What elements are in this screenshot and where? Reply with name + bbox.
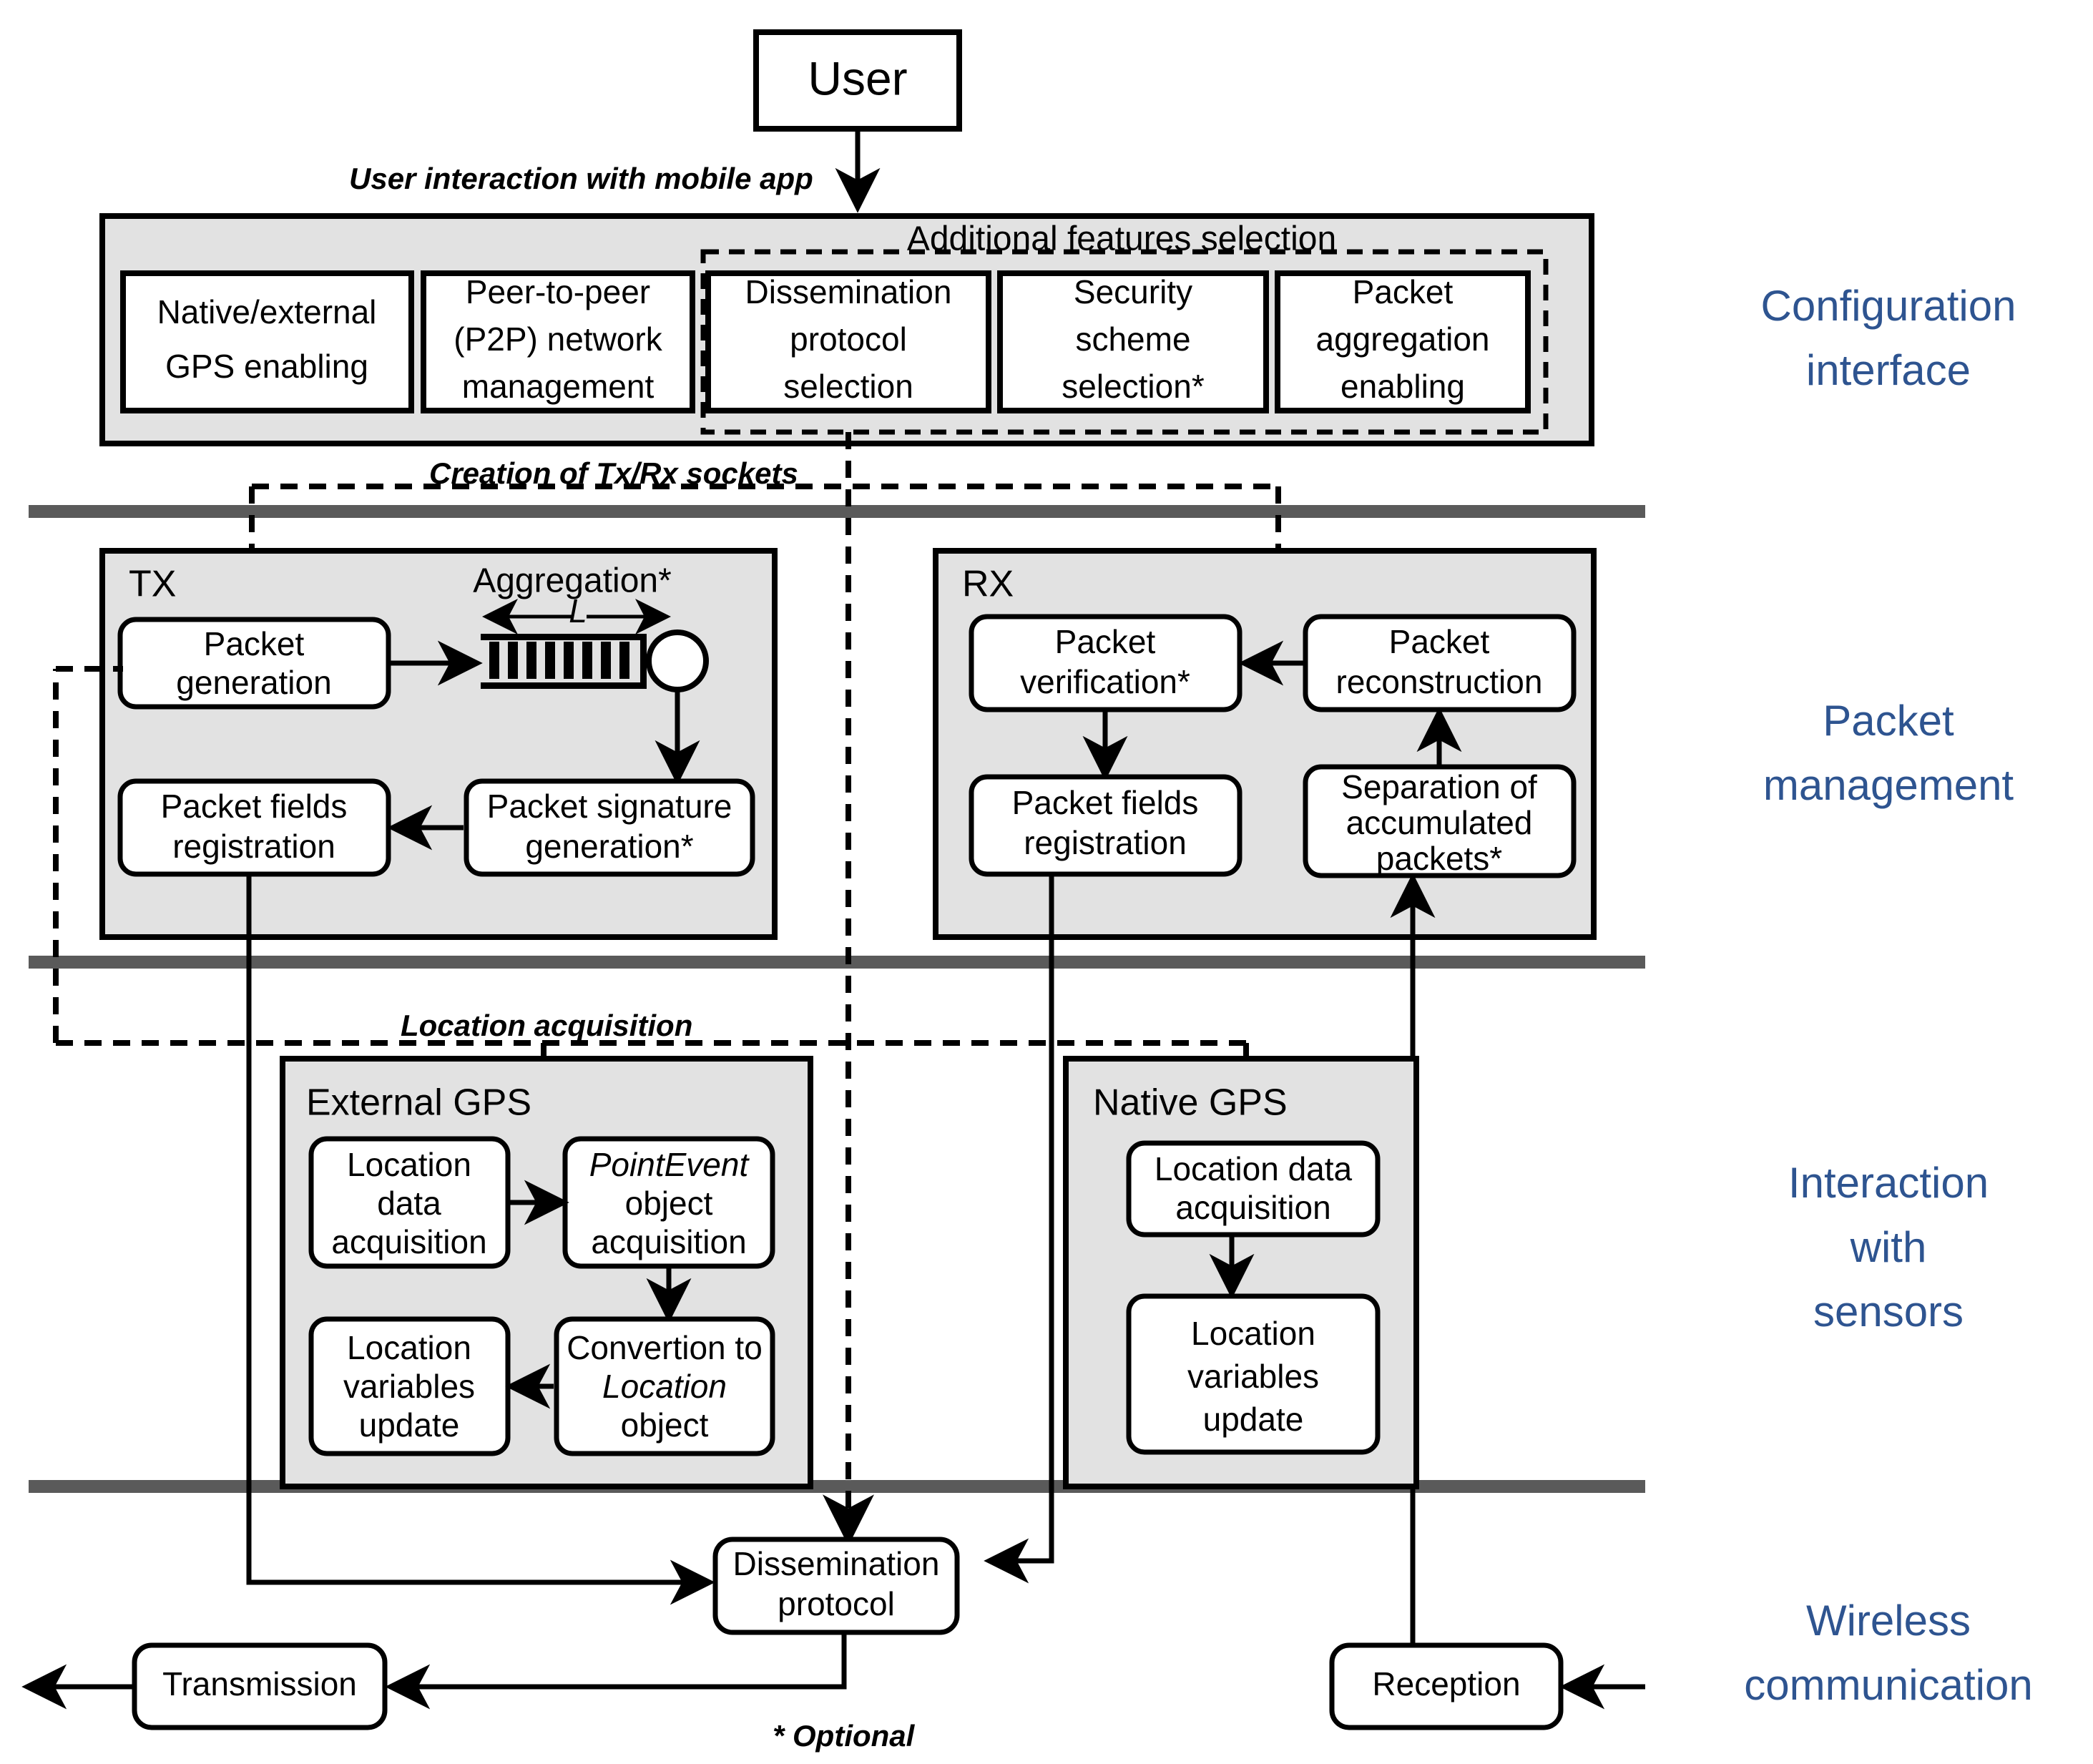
native-gps-title: Native GPS <box>1093 1082 1288 1124</box>
tx-signature-line1: Packet signature <box>487 788 732 825</box>
rx-fields-line2: registration <box>1024 824 1187 861</box>
reception-label: Reception <box>1372 1665 1520 1702</box>
extgps-pe-line3: acquisition <box>591 1223 746 1260</box>
config-box-p2p-network[interactable] <box>421 270 695 413</box>
side-label-packet-management-line1: Packet <box>1823 697 1954 745</box>
tx-signature-line2: generation* <box>525 828 693 865</box>
external-gps-title: External GPS <box>306 1082 531 1124</box>
extgps-lvu-line3: update <box>359 1406 460 1444</box>
rx-box-packet-fields-registration[interactable] <box>969 774 1242 877</box>
aggregation-title: Aggregation* <box>473 562 672 600</box>
extgps-conv-line2: Location <box>602 1368 727 1405</box>
rx-panel-title: RX <box>962 564 1014 605</box>
tx-panel-title: TX <box>129 564 176 605</box>
edge-dissemination-to-transmission <box>385 1632 847 1710</box>
side-label-configuration-interface-line2: interface <box>1806 346 1971 394</box>
edge-label-location-acquisition: Location acquisition <box>401 1009 692 1042</box>
config-box-dissemination-protocol-selection[interactable] <box>705 270 991 413</box>
side-label-interaction-sensors-line2: with <box>1850 1223 1927 1271</box>
config-gps-enabling-line2: GPS enabling <box>165 348 368 385</box>
config-pae-line1: Packet <box>1353 273 1454 310</box>
tx-panel <box>99 548 778 940</box>
config-p2p-line2: (P2P) network <box>454 320 662 358</box>
rx-verification-line2: verification* <box>1020 663 1190 700</box>
footnote-optional: * Optional <box>773 1719 916 1753</box>
config-dps-line2: protocol <box>790 320 907 358</box>
natgps-box-location-variables-update[interactable] <box>1126 1293 1381 1455</box>
config-gps-enabling-line1: Native/external <box>157 293 377 330</box>
natgps-box-location-data-acquisition[interactable] <box>1126 1140 1381 1238</box>
config-dps-line1: Dissemination <box>745 273 952 310</box>
tx-packet-generation-line1: Packet <box>204 625 305 662</box>
aggregation-length-symbol: L <box>569 592 587 629</box>
edge-rx-fields-to-dissemination <box>984 874 1054 1584</box>
tx-box-packet-signature-generation[interactable] <box>464 778 755 877</box>
rx-reconstruction-line2: reconstruction <box>1336 663 1543 700</box>
rx-panel <box>933 548 1597 940</box>
side-label-interaction-sensors-line1: Interaction <box>1788 1159 1989 1207</box>
extgps-box-location-data-acquisition[interactable] <box>308 1136 511 1269</box>
wireless-box-transmission[interactable] <box>132 1642 388 1730</box>
extgps-lvu-line2: variables <box>343 1368 475 1405</box>
tx-packet-generation-line2: generation <box>176 664 331 701</box>
tx-fields-line1: Packet fields <box>161 788 348 825</box>
rx-separation-line2: accumulated <box>1346 804 1533 841</box>
config-box-gps-enabling[interactable] <box>120 270 414 413</box>
natgps-lvu-line3: update <box>1203 1401 1304 1438</box>
rx-separation-line3: packets* <box>1376 840 1503 877</box>
aggregation-buffer-icon <box>481 629 709 692</box>
dissemination-protocol-line1: Dissemination <box>733 1545 940 1582</box>
config-box-packet-aggregation-enabling[interactable] <box>1275 270 1531 413</box>
transmission-label: Transmission <box>162 1665 357 1702</box>
wireless-box-dissemination-protocol[interactable] <box>712 1537 960 1635</box>
extgps-lda-line2: data <box>377 1185 441 1222</box>
side-label-configuration-interface-line1: Configuration <box>1761 282 2016 330</box>
config-sss-line3: selection* <box>1062 368 1205 405</box>
config-box-security-scheme-selection[interactable] <box>997 270 1269 413</box>
rx-verification-line1: Packet <box>1055 623 1156 660</box>
extgps-box-convertion-to-location-object[interactable] <box>554 1316 775 1456</box>
side-label-wireless-communication-line1: Wireless <box>1806 1597 1971 1645</box>
side-label-packet-management-line2: management <box>1763 761 2014 809</box>
extgps-pe-line1: PointEvent <box>589 1146 750 1183</box>
natgps-lda-line1: Location data <box>1155 1150 1353 1187</box>
user-box-label: User <box>808 52 907 104</box>
natgps-lda-line2: acquisition <box>1175 1189 1330 1226</box>
config-dps-line3: selection <box>783 368 913 405</box>
extgps-lvu-line1: Location <box>347 1329 471 1366</box>
config-sss-line1: Security <box>1074 273 1192 310</box>
tx-fields-line2: registration <box>172 828 335 865</box>
extgps-conv-line3: object <box>621 1406 709 1444</box>
natgps-lvu-line1: Location <box>1191 1315 1315 1352</box>
natgps-lvu-line2: variables <box>1187 1358 1319 1395</box>
config-p2p-line1: Peer-to-peer <box>466 273 650 310</box>
rx-separation-line1: Separation of <box>1341 768 1537 805</box>
additional-features-dashed-region <box>700 249 1549 435</box>
config-sss-line2: scheme <box>1075 320 1190 358</box>
config-pae-line3: enabling <box>1340 368 1465 405</box>
dissemination-protocol-line2: protocol <box>778 1585 895 1622</box>
edge-tx-fields-to-dissemination <box>246 874 715 1605</box>
side-label-interaction-sensors-line3: sensors <box>1813 1288 1964 1336</box>
rx-reconstruction-line1: Packet <box>1389 623 1490 660</box>
rx-fields-line1: Packet fields <box>1012 784 1199 821</box>
extgps-conv-line1: Convertion to <box>567 1329 763 1366</box>
extgps-lda-line3: acquisition <box>331 1223 486 1260</box>
extgps-pe-line2: object <box>625 1185 713 1222</box>
extgps-lda-line1: Location <box>347 1146 471 1183</box>
edge-label-user-interaction: User interaction with mobile app <box>349 162 813 195</box>
side-label-wireless-communication-line2: communication <box>1744 1661 2033 1709</box>
config-p2p-line3: management <box>462 368 655 405</box>
config-pae-line2: aggregation <box>1316 320 1490 358</box>
user-box[interactable] <box>753 29 962 132</box>
